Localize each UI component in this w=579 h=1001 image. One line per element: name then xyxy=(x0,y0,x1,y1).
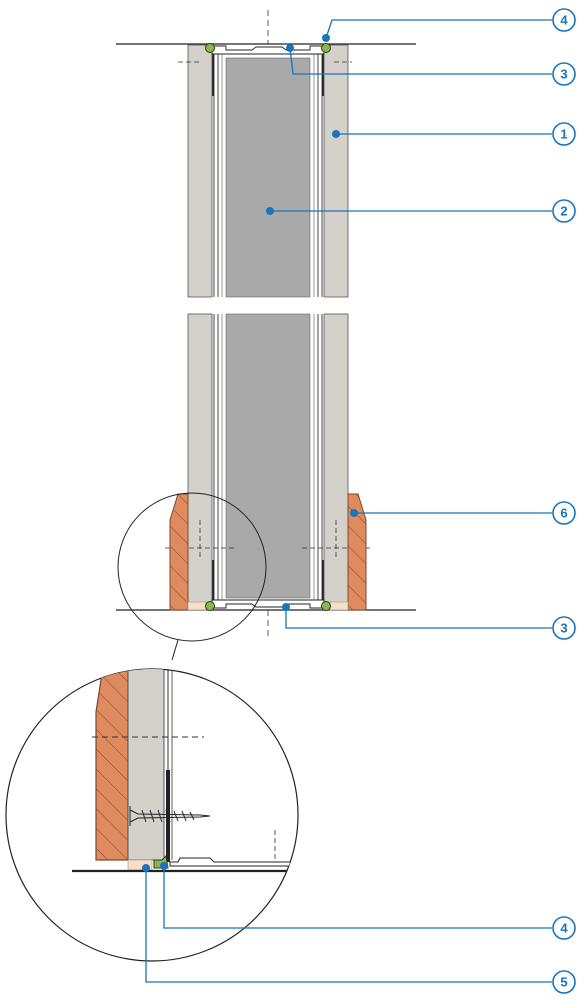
pad-left xyxy=(187,601,207,611)
pad-right xyxy=(329,601,349,611)
timber-skirting-left xyxy=(169,493,189,611)
main-section xyxy=(116,10,416,661)
svg-text:3: 3 xyxy=(560,621,567,636)
callout-badges: 4 3 1 2 6 3 4 5 xyxy=(552,8,576,994)
svg-text:4: 4 xyxy=(560,921,568,936)
callout-dots xyxy=(142,34,358,872)
detail-board xyxy=(127,669,165,861)
callout-badge-bottom-track: 3 xyxy=(552,616,576,640)
bottom-track xyxy=(211,599,325,609)
callout-badge-board: 1 xyxy=(552,122,576,146)
detail-track xyxy=(169,857,298,867)
seal-bottom-right xyxy=(321,601,331,611)
seal-top-left xyxy=(205,43,215,53)
board-left-lower xyxy=(187,313,213,611)
callout-badge-top-sealant: 4 xyxy=(552,8,576,32)
seal-top-right xyxy=(321,43,331,53)
board-left-upper xyxy=(187,44,213,298)
seal-bottom-left xyxy=(205,601,215,611)
insulation-upper xyxy=(225,57,311,298)
detail-marker-circle xyxy=(117,492,267,642)
svg-text:2: 2 xyxy=(560,204,567,219)
top-track xyxy=(211,45,325,55)
board-right-upper xyxy=(323,44,349,298)
detail-connector xyxy=(171,639,179,661)
insulation-lower xyxy=(225,313,311,599)
callout-badge-timber-skirting: 6 xyxy=(552,501,576,525)
timber-skirting-right xyxy=(347,493,367,611)
detail-screw xyxy=(129,806,211,826)
callouts xyxy=(145,19,552,983)
callout-badge-detail-pad: 5 xyxy=(552,970,576,994)
board-right-lower xyxy=(323,313,349,611)
svg-text:4: 4 xyxy=(560,13,568,28)
callout-badge-top-track: 3 xyxy=(552,62,576,86)
detail-view xyxy=(5,668,299,962)
detail-timber xyxy=(95,669,129,861)
svg-text:1: 1 xyxy=(560,127,567,142)
svg-text:3: 3 xyxy=(560,67,567,82)
svg-text:6: 6 xyxy=(560,506,567,521)
svg-text:5: 5 xyxy=(560,975,567,990)
callout-badge-insulation: 2 xyxy=(552,199,576,223)
studs xyxy=(213,48,323,606)
callout-badge-detail-sealant: 4 xyxy=(552,916,576,940)
